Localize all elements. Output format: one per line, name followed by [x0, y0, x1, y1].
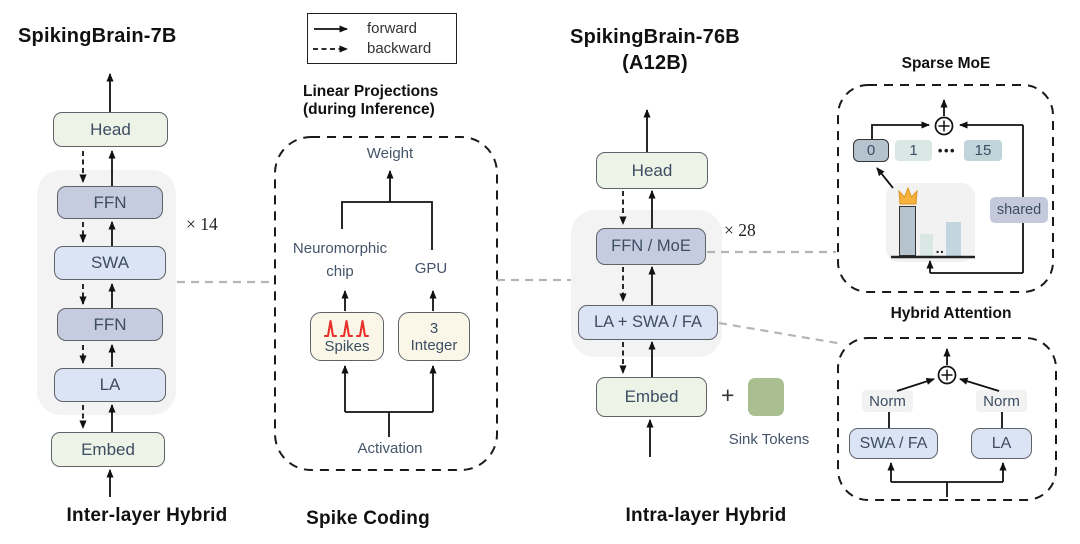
router-bar-ellipsis: ..: [935, 240, 945, 256]
left-repeat-count: × 14: [186, 214, 218, 234]
spikes-box-label: Spikes: [324, 337, 370, 355]
shared-expert-box: shared: [990, 197, 1048, 223]
norm-left-pill: Norm: [862, 390, 913, 412]
sparse-moe-title: Sparse MoE: [901, 55, 991, 72]
expert-1-box: 1: [895, 140, 932, 161]
expert-ellipsis: •••: [937, 143, 957, 158]
legend-backward-label: backward: [367, 40, 432, 58]
spikes-box: Spikes: [310, 312, 384, 361]
embed-block-label: Embed: [81, 439, 135, 459]
hybrid-attention-title: Hybrid Attention: [890, 305, 1012, 322]
sparse-moe-outline: [837, 84, 1054, 293]
gpu-label: GPU: [414, 260, 448, 277]
spike-waveform-icon: [324, 319, 370, 337]
forward-arrows: [106, 25, 1024, 497]
integer-box: 3 Integer: [398, 312, 470, 361]
integer-box-label: Integer: [410, 336, 458, 354]
plus-sign: +: [721, 382, 735, 408]
legend: forward backward: [307, 13, 457, 64]
swa-fa-box: SWA / FA: [849, 428, 938, 459]
ffn-top-block: FFN: [57, 186, 163, 219]
connector-lines: [177, 250, 844, 346]
ffn-moe-block-label: FFN / MoE: [611, 237, 691, 255]
integer-box-value: 3: [429, 319, 439, 337]
norm-right-pill: Norm: [976, 390, 1027, 412]
spike-coding-outline: [274, 136, 498, 471]
sink-tokens-label: Sink Tokens: [728, 431, 810, 448]
neuromorphic-chip-label: Neuromorphic chip: [292, 240, 388, 280]
ffn-moe-block: FFN / MoE: [596, 228, 706, 265]
right-embed-block-label: Embed: [624, 387, 679, 406]
left-model-title: SpikingBrain-7B: [18, 25, 177, 47]
right-model-caption: Intra-layer Hybrid: [625, 505, 787, 526]
right-repeat-count: × 28: [724, 220, 756, 240]
legend-forward-label: forward: [367, 19, 418, 37]
la-block-label: LA: [99, 375, 121, 394]
right-embed-block: Embed: [596, 377, 707, 417]
activation-label: Activation: [357, 440, 423, 457]
head-block: Head: [53, 112, 168, 147]
router-bar-top1: [899, 206, 916, 256]
hybrid-attention-outline: [837, 337, 1057, 501]
embed-block: Embed: [51, 432, 165, 467]
head-block-label: Head: [90, 119, 131, 139]
hybrid-attention-block-label: LA + SWA / FA: [593, 313, 703, 331]
expert-0-box: 0: [853, 139, 889, 162]
weight-label: Weight: [366, 145, 414, 162]
right-head-block-label: Head: [631, 160, 673, 180]
spike-coding-heading-line2: (during Inference): [303, 101, 435, 118]
la-box: LA: [971, 428, 1032, 459]
ffn-bottom-block: FFN: [57, 308, 163, 341]
hybrid-attention-block: LA + SWA / FA: [578, 305, 718, 340]
ffn-bottom-block-label: FFN: [93, 314, 127, 334]
spike-coding-caption: Spike Coding: [306, 508, 430, 529]
swa-block: SWA: [54, 246, 166, 280]
sink-token-swatch: [748, 378, 784, 416]
right-head-block: Head: [596, 152, 708, 189]
ffn-top-block-label: FFN: [93, 192, 127, 212]
la-block: LA: [54, 368, 166, 402]
spike-coding-heading: Linear Projections (during Inference): [303, 83, 438, 119]
right-model-title: SpikingBrain-76B (A12B): [570, 26, 740, 74]
router-bar-small: [920, 234, 933, 256]
router-bar-mid: [946, 222, 961, 256]
spike-coding-heading-line1: Linear Projections: [303, 83, 439, 100]
swa-block-label: SWA: [90, 253, 130, 272]
left-model-caption: Inter-layer Hybrid: [66, 505, 228, 526]
expert-15-box: 15: [964, 140, 1002, 161]
